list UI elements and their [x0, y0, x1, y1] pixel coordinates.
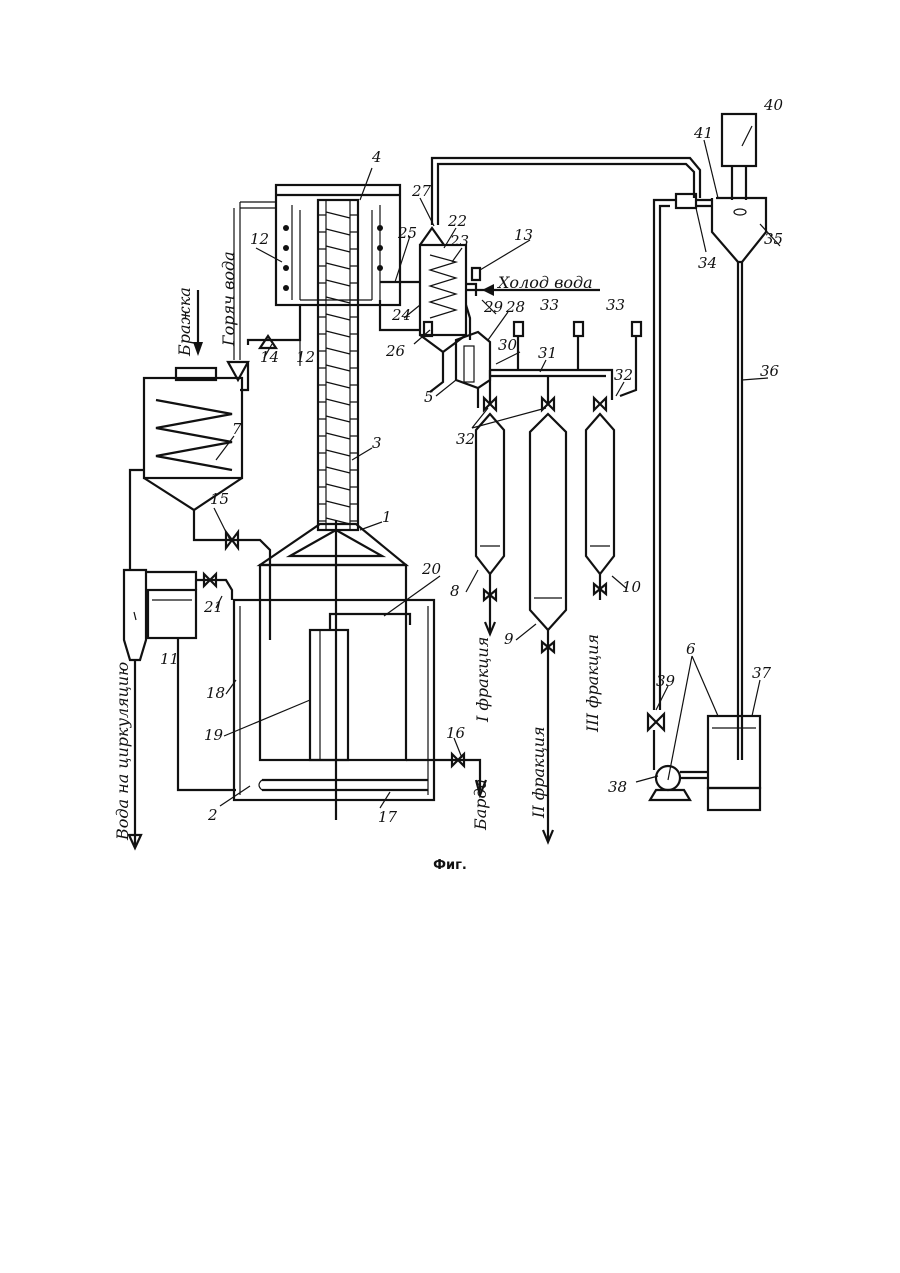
callout-13: 13: [514, 226, 533, 244]
callout-18: 18: [206, 684, 225, 702]
callout-38: 38: [608, 778, 627, 796]
callout-7: 7: [232, 420, 242, 438]
label-fraction-3: III фракция: [583, 634, 602, 733]
callout-28: 28: [505, 298, 525, 316]
leader-lines: [214, 126, 780, 808]
callout-numbers: 4 25 27 22 23 13 28 29 24 26 5 30 31 33 …: [160, 96, 784, 826]
callout-19: 19: [204, 726, 224, 744]
column-tray: [326, 467, 350, 473]
column-tray: [326, 314, 350, 320]
column-tray: [326, 246, 350, 252]
callout-32a: 32: [456, 430, 475, 448]
callout-15: 15: [210, 490, 229, 508]
callout-5: 5: [424, 388, 434, 406]
column-tray: [326, 501, 350, 507]
callout-20: 20: [421, 560, 442, 578]
column-tray: [326, 280, 350, 286]
tank-37: [708, 716, 760, 810]
label-mash: Бражка: [175, 287, 194, 357]
column-tray: [326, 433, 350, 439]
column-3: [318, 200, 358, 530]
callout-33a: 33: [540, 296, 559, 314]
column-tray: [326, 212, 350, 218]
callout-37: 37: [752, 664, 772, 682]
column-tray: [326, 416, 350, 422]
callout-32b: 32: [614, 366, 633, 384]
callout-33b: 33: [606, 296, 625, 314]
callout-6: 6: [686, 640, 696, 658]
callout-3: 3: [372, 434, 382, 452]
callout-2: 2: [207, 806, 218, 824]
callout-12b: 12: [296, 348, 315, 366]
callout-39: 39: [656, 672, 676, 690]
callout-30: 30: [498, 336, 518, 354]
callout-1: 1: [382, 508, 392, 526]
figure-caption: Фиг.: [0, 858, 900, 873]
column-tray: [326, 382, 350, 388]
callout-35: 35: [764, 230, 783, 248]
separator-30: [456, 332, 490, 408]
callout-12a: 12: [250, 230, 269, 248]
column-tray: [326, 331, 350, 337]
column-tray: [326, 484, 350, 490]
callout-14: 14: [260, 348, 279, 366]
pump-38: [650, 766, 708, 800]
column-tray: [326, 348, 350, 354]
label-fraction-2: II фракция: [529, 726, 548, 819]
callout-21: 21: [203, 598, 223, 616]
label-cold-water: Холод вода: [496, 273, 593, 292]
callout-26: 26: [385, 342, 406, 360]
callout-36: 36: [760, 362, 780, 380]
column-tray: [326, 365, 350, 371]
callout-16: 16: [446, 724, 466, 742]
column-tray: [326, 229, 350, 235]
label-hot-water: Горяч вода: [219, 251, 238, 347]
receiver-10: [586, 398, 614, 600]
callout-23: 23: [449, 232, 469, 250]
receiver-8: [476, 398, 504, 634]
mash-preheater-7: [130, 362, 270, 640]
callout-25: 25: [397, 224, 417, 242]
callout-29: 29: [483, 298, 504, 316]
callout-31: 31: [538, 344, 557, 362]
column-tray: [326, 399, 350, 405]
callout-17: 17: [378, 808, 398, 826]
callout-22: 22: [447, 212, 467, 230]
callout-27: 27: [411, 182, 432, 200]
label-stillage: Барда: [471, 779, 490, 831]
callout-11: 11: [160, 650, 179, 668]
callout-24: 24: [391, 306, 411, 324]
hot-water-line: [228, 305, 300, 380]
column-tray: [326, 263, 350, 269]
callout-34: 34: [698, 254, 717, 272]
still-1-2: [234, 520, 486, 820]
callout-8: 8: [450, 582, 460, 600]
label-fraction-1: I фракция: [473, 637, 492, 723]
receiver-9: [530, 398, 566, 660]
callout-41: 41: [693, 124, 713, 142]
callout-40: 40: [763, 96, 784, 114]
column-tray: [326, 450, 350, 456]
callout-9: 9: [504, 630, 514, 648]
callout-4: 4: [371, 148, 382, 166]
callout-10: 10: [622, 578, 642, 596]
label-water-circulation: Вода на циркуляцию: [113, 662, 132, 841]
